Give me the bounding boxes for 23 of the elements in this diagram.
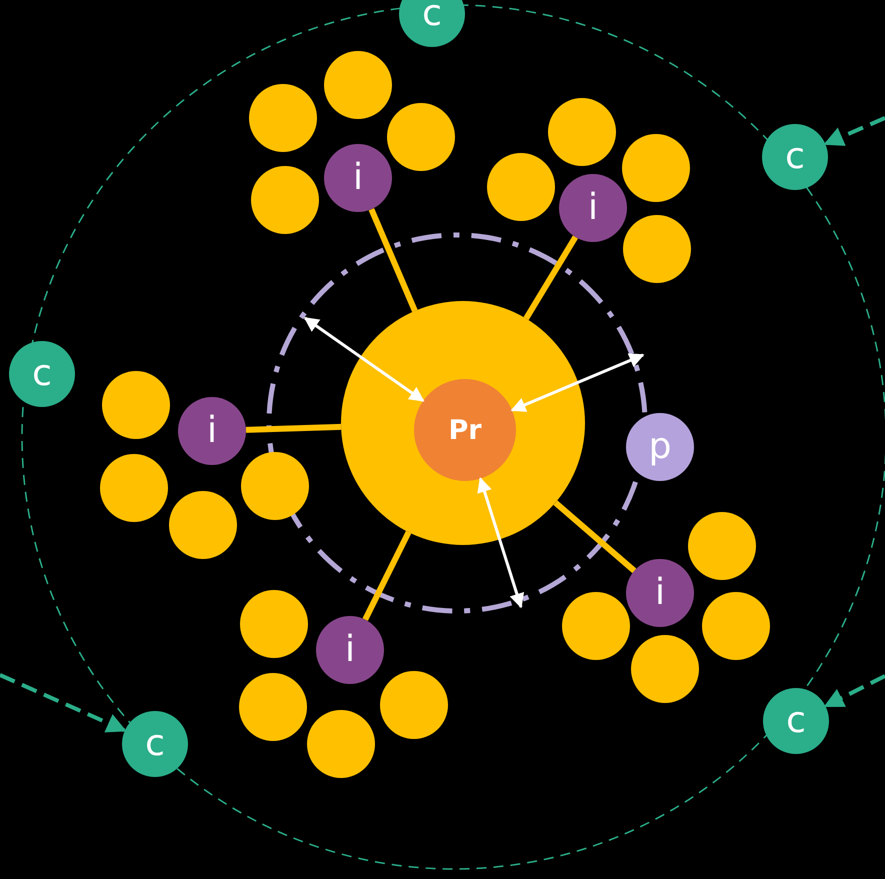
letter-label: c: [786, 703, 806, 739]
letter-label: i: [654, 575, 665, 611]
arrow: [304, 316, 424, 402]
circle-node: [399, 0, 465, 47]
circle-node: [626, 559, 694, 627]
connector-line: [524, 236, 578, 320]
letter-label: c: [422, 0, 442, 32]
letter-label: c: [785, 139, 805, 175]
letter-label: i: [344, 632, 355, 668]
arrow: [823, 116, 885, 146]
connector-line: [368, 208, 418, 312]
arrow: [477, 477, 524, 608]
letter-label: c: [145, 726, 165, 762]
letter-label: i: [588, 190, 598, 226]
arrow: [510, 353, 644, 412]
arrow: [824, 674, 885, 708]
connector-line: [246, 424, 342, 433]
letter-label: i: [352, 160, 363, 196]
arrow: [0, 673, 127, 732]
letter-label: i: [206, 413, 217, 449]
letter-label: c: [32, 356, 52, 392]
letter-label: p: [648, 429, 672, 465]
letter-label: Pr: [448, 416, 482, 444]
